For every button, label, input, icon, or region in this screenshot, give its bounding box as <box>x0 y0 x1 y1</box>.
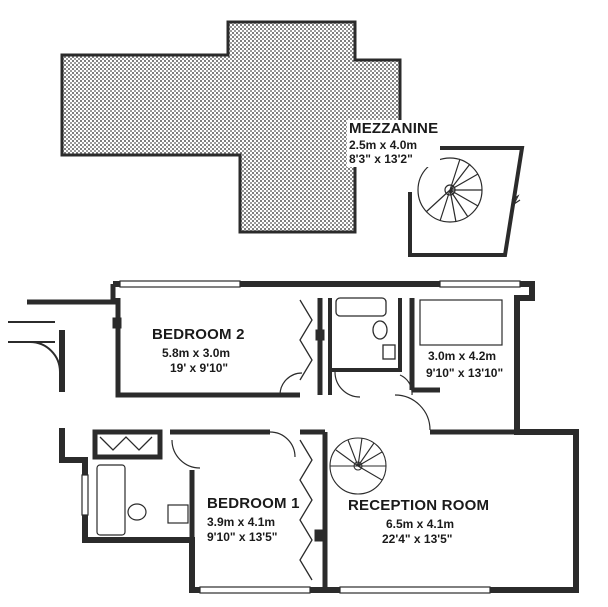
post-c <box>112 317 122 329</box>
mezzanine-floor <box>60 20 402 234</box>
spiral-stair-lower <box>329 437 387 495</box>
mezzanine-gallery-wall <box>400 146 525 257</box>
break-mark <box>511 194 521 206</box>
wardrobe-zigzag-hall <box>99 436 153 451</box>
outer-wall <box>59 281 579 593</box>
mezzanine-imperial: 8'3" x 13'2" <box>349 152 413 167</box>
door-arc-room3 <box>399 374 413 396</box>
wardrobe-doors-bedroom2 <box>299 299 313 381</box>
toilet-lower <box>127 503 147 521</box>
window-reception <box>339 586 491 594</box>
spiral-stair-upper <box>417 157 483 223</box>
bedroom1-name: BEDROOM 1 <box>207 495 300 512</box>
bed-room3 <box>419 299 503 346</box>
basin-top <box>382 344 396 360</box>
door-arc-bedroom2 <box>279 372 303 396</box>
post-a <box>315 329 325 341</box>
main-floor <box>8 280 579 594</box>
door-arc-bedroom1-b <box>269 431 296 458</box>
window-room3 <box>439 280 521 288</box>
door-arc-hall <box>394 394 431 431</box>
bedroom2-label: BEDROOM 2 5.8m x 3.0m 19' x 9'10" <box>152 327 245 375</box>
bedroom2-name: BEDROOM 2 <box>152 326 245 343</box>
outer-wall-top-left <box>27 284 116 305</box>
bedroom2-wall <box>115 298 300 398</box>
wardrobe-doors-bedroom1 <box>299 439 313 581</box>
reception-name: RECEPTION ROOM <box>348 497 490 514</box>
toilet-top <box>372 320 388 340</box>
bedroom1-metric: 3.9m x 4.1m <box>207 514 276 529</box>
mezzanine-area <box>60 20 525 257</box>
bathtub-lower <box>96 464 126 536</box>
bedroom1-imperial: 9'10" x 13'5" <box>207 530 278 545</box>
bathroom-wall <box>328 298 402 395</box>
bedroom2-metric: 5.8m x 3.0m <box>162 345 231 360</box>
room3-label: 3.0m x 4.2m 9'10" x 13'10" <box>426 350 503 379</box>
reception-metric: 6.5m x 4.1m <box>386 516 455 531</box>
hall-wall-lower <box>92 429 163 460</box>
reception-label: RECEPTION ROOM 6.5m x 4.1m 22'4" x 13'5" <box>348 498 489 546</box>
window-bath <box>81 474 89 516</box>
post-b <box>314 529 325 542</box>
reception-imperial: 22'4" x 13'5" <box>382 532 453 547</box>
mezzanine-name: MEZZANINE <box>349 120 439 137</box>
bathtub-top <box>335 297 387 317</box>
room3-wall <box>409 298 440 393</box>
room3-imperial: 9'10" x 13'10" <box>426 365 504 380</box>
door-arc-bath <box>334 371 361 398</box>
basin-lower <box>167 504 189 524</box>
bedroom2-imperial: 19' x 9'10" <box>170 361 229 376</box>
window-bedroom2 <box>119 280 241 288</box>
window-bedroom1 <box>199 586 311 594</box>
bedroom1-label: BEDROOM 1 3.9m x 4.1m 9'10" x 13'5" <box>207 496 300 544</box>
mezzanine-metric: 2.5m x 4.0m <box>349 137 418 152</box>
door-arc-bedroom1 <box>171 439 201 469</box>
entrance-door <box>8 321 61 373</box>
room3-metric: 3.0m x 4.2m <box>428 349 497 363</box>
mezzanine-label: MEZZANINE 2.5m x 4.0m 8'3" x 13'2" <box>347 120 441 167</box>
